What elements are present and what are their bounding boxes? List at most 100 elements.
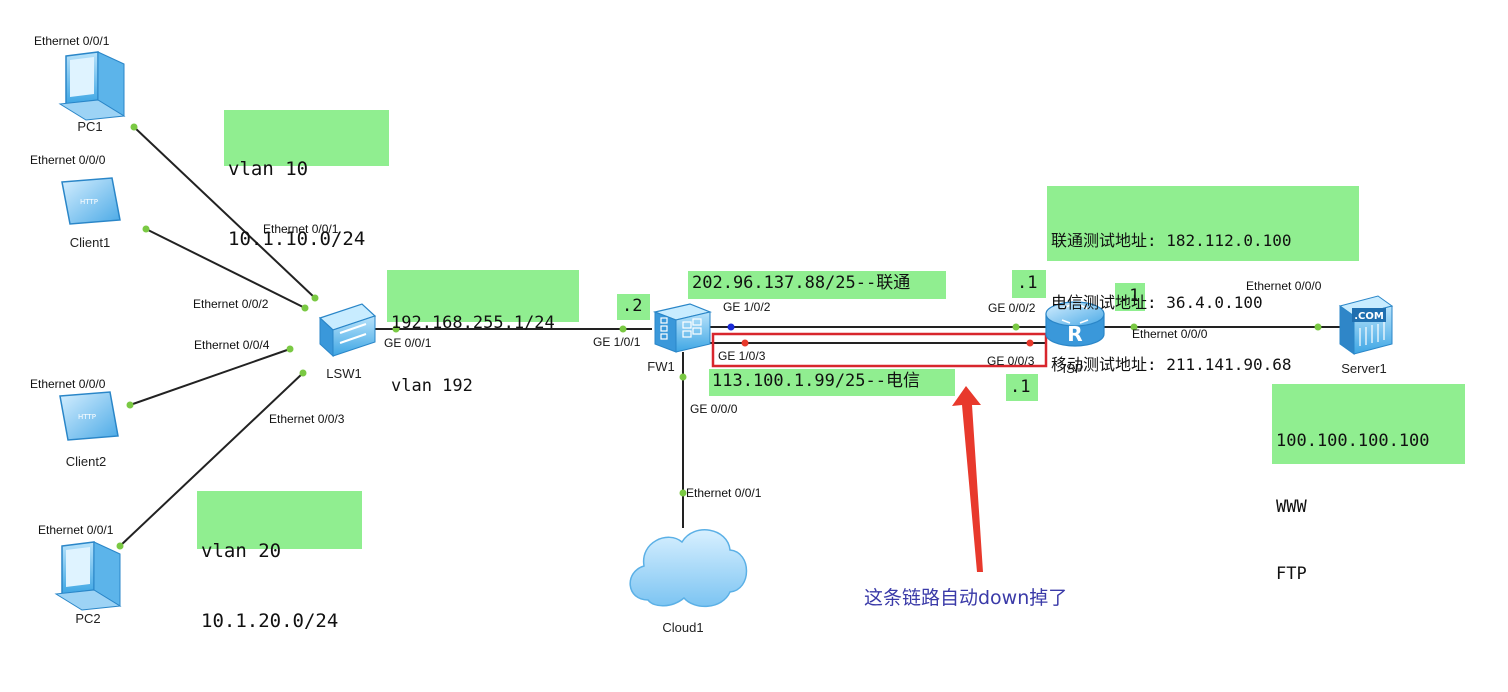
port-dot-down — [741, 339, 749, 347]
port-dot — [679, 373, 687, 381]
port-dot — [619, 325, 627, 333]
note-line: vlan 192 — [391, 375, 473, 396]
note-fw-dot2: .2 — [617, 294, 650, 320]
svg-text:HTTP: HTTP — [78, 413, 96, 421]
port-dot — [1314, 323, 1322, 331]
port-label-isp-ge003: GE 0/0/3 — [987, 354, 1035, 368]
note-line: 10.1.20.0/24 — [201, 609, 339, 632]
port-dot — [126, 401, 134, 409]
link-pc1-lsw1 — [133, 126, 316, 299]
links — [119, 126, 1340, 547]
note-line: FTP — [1276, 563, 1307, 584]
port-label-fw-ge101: GE 1/0/1 — [593, 335, 641, 349]
note-telecom-link: 113.100.1.99/25--电信 — [709, 369, 955, 396]
isp-label: ISP — [1063, 361, 1084, 376]
firewall-icon — [652, 303, 712, 353]
port-dot — [299, 369, 307, 377]
port-label-lsw-e2: Ethernet 0/0/2 — [193, 297, 269, 311]
link-pc2-lsw1 — [119, 372, 304, 547]
port-label-lsw-ge: GE 0/0/1 — [384, 336, 432, 350]
port-dot-down — [1026, 339, 1034, 347]
http-client-icon: HTTP — [59, 391, 119, 441]
port-dot — [130, 123, 138, 131]
link-client1-lsw1 — [145, 228, 306, 309]
note-isp-dot1-bottom: .1 — [1006, 374, 1038, 401]
fw1-label: FW1 — [647, 359, 674, 374]
client1-device[interactable]: HTTP Client1 — [61, 177, 121, 250]
lsw1-label: LSW1 — [326, 366, 361, 381]
server-badge: .COM — [1354, 311, 1384, 322]
link-client2-lsw1 — [129, 348, 291, 406]
port-dot — [142, 225, 150, 233]
port-label-lsw-e4: Ethernet 0/0/4 — [194, 338, 270, 352]
note-line: WWW — [1276, 497, 1307, 518]
note-vlan192: 192.168.255.1/24 vlan 192 — [387, 270, 579, 396]
note-server-info: 100.100.100.100 WWW FTP — [1272, 384, 1465, 584]
server-icon: .COM — [1338, 295, 1394, 355]
port-label-pc2: Ethernet 0/0/1 — [38, 523, 114, 537]
down-link-highlight — [711, 332, 1048, 368]
note-line: 100.100.100.100 — [1276, 431, 1430, 452]
port-label-client2: Ethernet 0/0/0 — [30, 377, 106, 391]
note-line: 移动测试地址: 211.141.90.68 — [1051, 355, 1292, 375]
pc2-device[interactable]: PC2 — [54, 541, 122, 626]
note-line: 联通测试地址: 182.112.0.100 — [1051, 230, 1292, 250]
port-dots — [116, 123, 1322, 550]
fw1-device[interactable]: FW1 — [647, 303, 712, 374]
port-dot — [392, 325, 400, 333]
cloud1-label: Cloud1 — [662, 620, 703, 635]
cloud1-device[interactable]: Cloud1 — [629, 529, 748, 635]
pc-icon — [58, 51, 126, 121]
client2-device[interactable]: HTTP Client2 — [59, 391, 119, 469]
port-dot — [286, 345, 294, 353]
note-line: vlan 10 — [228, 158, 309, 181]
red-arrow-icon — [952, 386, 983, 572]
note-vlan20: vlan 20 10.1.20.0/24 — [197, 491, 362, 632]
port-dot — [116, 542, 124, 550]
note-isp-dot1-right: .1 — [1115, 283, 1145, 311]
port-label-fw-ge000: GE 0/0/0 — [690, 402, 738, 416]
client1-label: Client1 — [70, 235, 110, 250]
server1-device[interactable]: .COM Server1 — [1338, 295, 1394, 376]
switch-icon — [318, 303, 377, 358]
port-label-fw-ge103: GE 1/0/3 — [718, 349, 766, 363]
port-dot-blue — [727, 323, 735, 331]
note-line: 电信测试地址: 36.4.0.100 — [1051, 292, 1263, 312]
note-vlan10: vlan 10 10.1.10.0/24 — [224, 110, 389, 250]
note-test-addresses: 联通测试地址: 182.112.0.100 电信测试地址: 36.4.0.100… — [1047, 186, 1359, 374]
note-line: vlan 20 — [201, 540, 282, 563]
port-label-fw-ge102: GE 1/0/2 — [723, 300, 771, 314]
svg-text:R: R — [1067, 322, 1082, 346]
note-isp-dot1-top: .1 — [1012, 270, 1046, 298]
http-client-icon: HTTP — [61, 177, 121, 225]
link-down-annotation: 这条链路自动down掉了 — [864, 587, 1068, 609]
port-label-client1: Ethernet 0/0/0 — [30, 153, 106, 167]
pc1-label: PC1 — [77, 119, 102, 134]
port-dot — [679, 489, 687, 497]
svg-text:HTTP: HTTP — [80, 198, 98, 206]
pc2-label: PC2 — [75, 611, 100, 626]
pc1-device[interactable]: PC1 — [58, 51, 126, 134]
note-line: 10.1.10.0/24 — [228, 227, 366, 250]
port-label-server-eth000: Ethernet 0/0/0 — [1246, 279, 1322, 293]
note-unicom-link: 202.96.137.88/25--联通 — [688, 271, 946, 299]
port-dot — [1130, 323, 1138, 331]
port-label-isp-ge002: GE 0/0/2 — [988, 301, 1036, 315]
cloud-icon — [629, 529, 748, 607]
pc-icon — [54, 541, 122, 611]
server1-label: Server1 — [1341, 361, 1387, 376]
port-dot — [311, 294, 319, 302]
note-line: 192.168.255.1/24 — [391, 313, 555, 334]
port-label-pc1: Ethernet 0/0/1 — [34, 34, 110, 48]
client2-label: Client2 — [66, 454, 106, 469]
port-label-lsw-e1: Ethernet 0/0/1 — [263, 222, 339, 236]
port-dot — [301, 304, 309, 312]
port-label-isp-eth000: Ethernet 0/0/0 — [1132, 327, 1208, 341]
port-label-lsw-e3: Ethernet 0/0/3 — [269, 412, 345, 426]
port-dot — [1012, 323, 1020, 331]
port-label-cloud-eth001: Ethernet 0/0/1 — [686, 486, 762, 500]
router-icon: R — [1045, 301, 1105, 347]
isp-device[interactable]: R ISP — [1045, 301, 1105, 376]
lsw1-device[interactable]: LSW1 — [318, 303, 377, 381]
